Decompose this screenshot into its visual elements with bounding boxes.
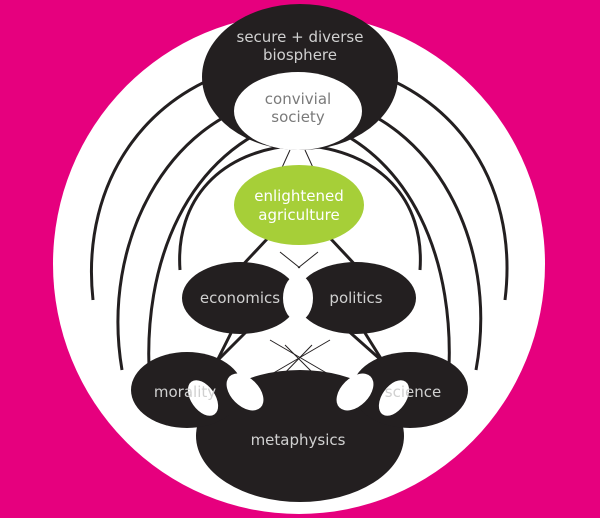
science-label: science [385,383,441,401]
agriculture-label-line1: enlightened [254,187,343,205]
politics-node [296,262,416,334]
agriculture-label-line2: agriculture [258,206,339,224]
biosphere-label-line1: secure + diverse [237,28,364,46]
biosphere-label-line2: biosphere [263,46,337,64]
economics-politics-overlap [283,275,313,321]
morality-label: morality [154,383,216,401]
metaphysics-label: metaphysics [251,431,346,449]
agriculture-node [234,165,364,245]
morality-metaphysics-overlap [187,380,219,416]
politics-label: politics [329,289,382,307]
society-node [234,72,362,150]
society-label-line1: convivial [265,90,331,108]
economics-label: economics [200,289,280,307]
arc-politics-society [299,143,422,271]
science-metaphysics-overlap [378,380,410,416]
thin-agri-center-right [297,251,319,269]
morality-metaphysics-lens [226,373,264,411]
economics-node [182,262,298,334]
society-label-line2: society [271,108,325,126]
thin-agri-center-left [279,251,301,269]
arc-economics-society [178,143,299,271]
science-metaphysics-lens [336,373,374,411]
